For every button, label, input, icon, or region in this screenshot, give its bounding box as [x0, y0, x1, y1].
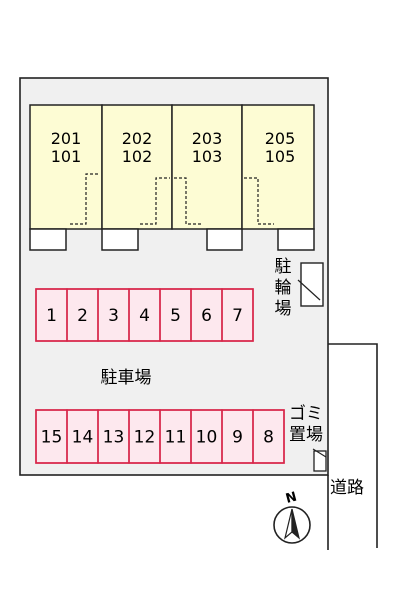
- unit-lower: 105: [265, 147, 296, 166]
- unit-lower: 103: [192, 147, 223, 166]
- parking-space-number: 8: [263, 428, 274, 448]
- parking-space: [252, 409, 285, 464]
- unit-upper: 203: [192, 129, 223, 148]
- parking-space-number: 10: [196, 428, 218, 448]
- building-unit-1: 201 101: [29, 104, 103, 251]
- parking-space-number: 9: [232, 428, 243, 448]
- parking-space-number: 4: [139, 306, 150, 326]
- parking-space-number: 12: [134, 428, 156, 448]
- parking-space-number: 14: [72, 428, 94, 448]
- garbage-area: ゴミ 置場: [289, 403, 327, 472]
- parking-space-number: 5: [170, 306, 181, 326]
- north-label: N: [284, 490, 298, 507]
- building-unit-3: 203 103: [171, 104, 243, 251]
- parking-space-number: 13: [103, 428, 125, 448]
- unit-lower: 102: [122, 147, 153, 166]
- unit-lower: 101: [51, 147, 82, 166]
- parking-lot-label: 駐車場: [101, 368, 152, 388]
- parking-space-number: 3: [108, 306, 119, 326]
- unit-upper: 202: [122, 129, 153, 148]
- bicycle-label-1: 駐: [275, 257, 292, 277]
- parking-space: [221, 288, 254, 342]
- building-row: 201 101 202 102 203 103 205 105: [29, 104, 315, 251]
- bicycle-parking: 駐 輪 場: [275, 257, 324, 319]
- north-arrow-icon: N: [273, 490, 311, 544]
- road-label: 道路: [330, 478, 364, 498]
- building-unit-2: 202 102: [101, 104, 173, 251]
- building-unit-4: 205 105: [241, 104, 315, 251]
- parking-space-number: 2: [77, 306, 88, 326]
- bicycle-label-2: 輪: [275, 278, 292, 298]
- parking-space-number: 6: [201, 306, 212, 326]
- garbage-label-1: ゴミ: [289, 403, 323, 424]
- unit-upper: 205: [265, 129, 296, 148]
- parking-space-number: 15: [41, 428, 63, 448]
- parking-space-number: 11: [165, 428, 187, 448]
- bicycle-label-3: 場: [275, 299, 292, 319]
- road: 道路: [327, 343, 378, 550]
- unit-upper: 201: [51, 129, 82, 148]
- parking-space-number: 7: [232, 306, 243, 326]
- parking-space-number: 1: [46, 306, 57, 326]
- garbage-label-2: 置場: [289, 425, 323, 445]
